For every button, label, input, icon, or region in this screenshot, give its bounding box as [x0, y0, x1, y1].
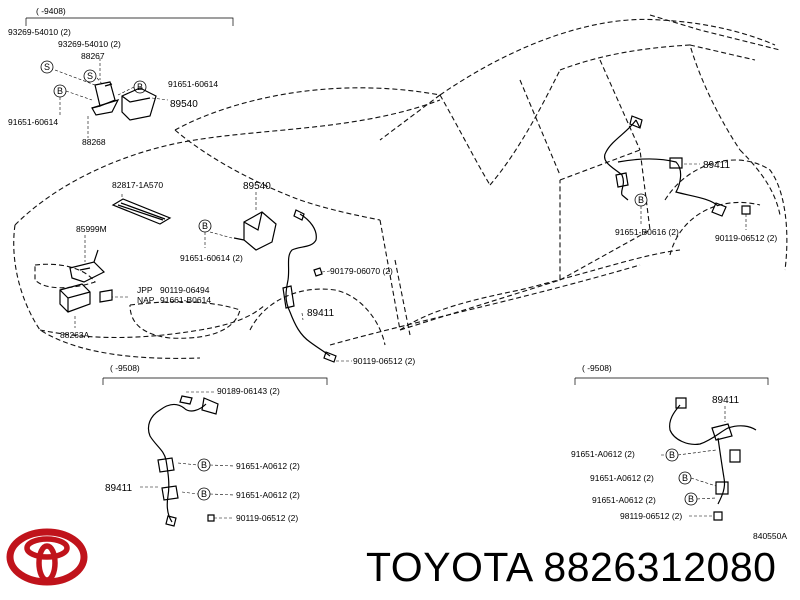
rear-group: 89411 91651-B0616 (2) 90119-06512 (2) B [604, 115, 777, 243]
front-sensor-harness-icon [285, 213, 331, 357]
label-91651-left: 91651-60614 [8, 117, 58, 127]
relay-88263a-icon [59, 283, 91, 313]
svg-text:B: B [682, 473, 688, 483]
trim-strip-82817-icon [111, 198, 172, 225]
label-88267: 88267 [81, 51, 105, 61]
label-89411-rear: 89411 [703, 160, 731, 171]
svg-text:B: B [638, 195, 644, 205]
bracket-88268-icon [91, 99, 120, 116]
label-89540-front: 89540 [243, 181, 271, 192]
range-label-top: ( -9408) [36, 6, 66, 16]
label-88263a: 88263A [60, 330, 90, 340]
b-symbol-icon: B [133, 80, 147, 94]
front-group: 82817-1A570 89540 85999M 91651-60614 (2)… [59, 180, 415, 366]
svg-text:B: B [201, 489, 207, 499]
label-90179: 90179-06070 (2) [330, 266, 393, 276]
b-symbol-icon: B [198, 219, 212, 233]
bottom-right-group: ( -9508) 89411 91651-A0612 (2) 91651-A06… [571, 363, 787, 541]
b-symbol-icon: B [53, 84, 67, 98]
label-89411-bl: 89411 [105, 483, 133, 494]
b-symbol-icon: B [665, 448, 679, 462]
car-outline [13, 14, 788, 359]
label-93269-b: 93269-54010 (2) [58, 39, 121, 49]
s-symbol-icon: S [40, 60, 54, 74]
brand-part-number: TOYOTA 8826312080 [366, 544, 777, 590]
range-label-bl: ( -9508) [110, 363, 140, 373]
svg-text:B: B [688, 494, 694, 504]
b-symbol-icon: B [197, 458, 211, 472]
rear-sensor-harness-icon [604, 119, 719, 207]
label-nap: NAP [137, 295, 155, 305]
br-sensor-harness-icon [669, 404, 757, 505]
label-82817: 82817-1A570 [112, 180, 163, 190]
label-98119-br: 98119-06512 (2) [620, 511, 682, 521]
label-90189: 90189-06143 (2) [217, 386, 280, 396]
svg-text:B: B [137, 82, 143, 92]
svg-text:B: B [202, 221, 208, 231]
label-91651-bl-b: 91651-A0612 (2) [236, 490, 300, 500]
label-91651-rear: 91651-B0616 (2) [615, 227, 679, 237]
svg-text:S: S [44, 62, 50, 72]
label-90119-rear: 90119-06512 (2) [715, 233, 777, 243]
label-89411-br: 89411 [712, 395, 740, 406]
label-93269-a: 93269-54010 (2) [8, 27, 71, 37]
label-91651-br-a: 91651-A0612 (2) [571, 449, 635, 459]
toyota-logo-icon [6, 528, 88, 586]
label-90119-jpp: 90119-06494 [160, 285, 210, 295]
diagram-code: 840550A [753, 531, 787, 541]
label-88268: 88268 [82, 137, 106, 147]
label-jpp: JPP [137, 285, 153, 295]
top-left-group: ( -9408) 93269-54010 (2) 93269-54010 (2)… [8, 6, 234, 147]
label-91651-front: 91651-60614 (2) [180, 253, 243, 263]
svg-text:B: B [669, 450, 675, 460]
bracket-85999m-icon [69, 249, 106, 283]
bottom-left-group: ( -9508) 90189-06143 (2) 91651-A0612 (2)… [102, 363, 328, 527]
b-symbol-icon: B [684, 492, 698, 506]
sensor-89540-front-icon [233, 211, 277, 251]
label-91661-nap: 91661-B0614 [160, 295, 211, 305]
label-91651-br-c: 91651-A0612 (2) [592, 495, 656, 505]
svg-text:B: B [57, 86, 63, 96]
label-91651-br-b: 91651-A0612 (2) [590, 473, 654, 483]
sensor-89540-top-icon [121, 87, 157, 121]
label-90119-bl: 90119-06512 (2) [236, 513, 298, 523]
b-symbol-icon: B [197, 487, 211, 501]
label-91651-right: 91651-60614 [168, 79, 218, 89]
bl-sensor-harness-icon [147, 403, 207, 523]
label-89540-top: 89540 [170, 99, 198, 110]
label-91651-bl-a: 91651-A0612 (2) [236, 461, 300, 471]
label-89411-front: 89411 [307, 308, 335, 319]
s-symbol-icon: S [83, 69, 97, 83]
label-90119-front: 90119-06512 (2) [353, 356, 415, 366]
range-label-br: ( -9508) [582, 363, 612, 373]
b-symbol-icon: B [678, 471, 692, 485]
svg-text:S: S [87, 71, 93, 81]
svg-text:B: B [201, 460, 207, 470]
label-85999m: 85999M [76, 224, 107, 234]
b-symbol-icon: B [634, 193, 648, 207]
